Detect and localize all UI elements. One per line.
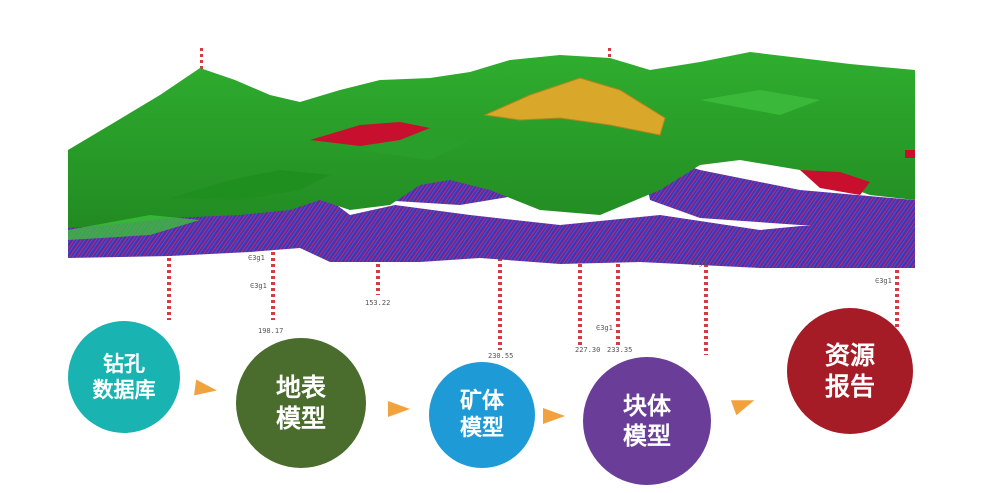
drill-depth-label: 230.55: [488, 352, 513, 360]
drill-hole: [498, 255, 502, 350]
step-label-line1: 矿体: [459, 388, 504, 414]
drill-depth-label: 233.35: [607, 346, 632, 354]
step-label-line1: 钻孔: [103, 351, 145, 376]
step-label-line2: 模型: [623, 422, 671, 450]
strata-code-label: ∈3g1: [248, 254, 265, 262]
step-block-model: 块体 模型: [583, 357, 711, 485]
drill-depth-label: 198.17: [258, 327, 283, 335]
drill-hole: [167, 250, 171, 320]
arrow-icon: [543, 408, 565, 424]
drill-hole: [704, 245, 708, 355]
step-drillhole-database: 钻孔 数据库: [68, 321, 180, 433]
drill-hole: [200, 45, 203, 75]
step-label-line1: 资源: [824, 340, 875, 370]
terrain-surface: [68, 52, 915, 240]
annotations: 198.17 153.22 230.55 227.30 233.35 ∈3g1 …: [248, 254, 892, 360]
step-label-line1: 地表: [275, 372, 326, 402]
drill-hole: [616, 245, 620, 345]
step-label-line2: 模型: [459, 416, 504, 441]
drill-hole: [578, 250, 582, 345]
red-zones: [310, 122, 915, 195]
strata-code-label: ∈3g1: [690, 259, 707, 267]
step-label-line2: 模型: [275, 404, 326, 433]
step-surface-model: 地表 模型: [236, 338, 366, 468]
step-label-line2: 报告: [824, 372, 875, 401]
orebody: [483, 77, 666, 136]
arrow-icon: [388, 401, 410, 417]
arrow-icon: [193, 379, 219, 399]
drill-hole: [895, 260, 899, 330]
strata-code-label: ∈3g1: [250, 282, 267, 290]
drill-hole: [271, 240, 275, 320]
drill-depth-label: 153.22: [365, 299, 390, 307]
step-label-line1: 块体: [623, 392, 671, 420]
step-resource-report: 资源 报告: [787, 308, 913, 434]
step-label-line2: 数据库: [92, 378, 156, 402]
strata-code-label: ∈3g1: [875, 277, 892, 285]
strata-code-label: ∈3g1: [596, 324, 613, 332]
drill-depth-label: 227.30: [575, 346, 600, 354]
step-orebody-model: 矿体 模型: [429, 362, 535, 468]
